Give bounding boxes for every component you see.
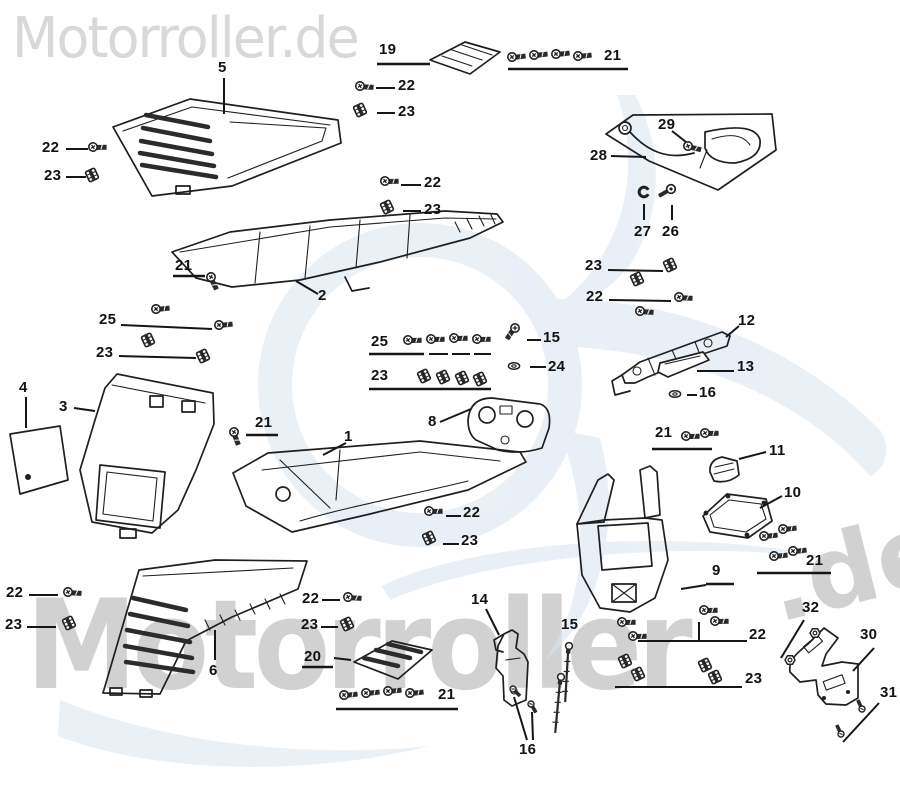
leader-line — [439, 408, 472, 423]
leader-line — [295, 280, 319, 295]
screw-icon — [382, 681, 401, 700]
clip-icon — [662, 257, 678, 273]
clip-icon — [472, 371, 488, 387]
clip-icon — [416, 368, 432, 384]
clip-icon — [379, 199, 395, 215]
leader-line — [73, 407, 96, 412]
leader-line — [671, 130, 687, 143]
longscrew-icon — [556, 641, 576, 704]
screw-icon — [404, 683, 423, 702]
screw-icon — [448, 328, 467, 347]
leader-line — [680, 584, 707, 590]
screw-icon — [528, 45, 547, 64]
clip-icon — [630, 666, 646, 682]
screw-icon — [87, 137, 106, 156]
screw-icon — [402, 330, 421, 349]
part-9-tail-cover-drawing — [576, 465, 669, 613]
nut-icon — [809, 627, 821, 639]
clip-icon — [435, 369, 451, 385]
part-10-cover-plate-drawing — [702, 493, 773, 539]
part-19-grille-drawing — [429, 41, 501, 75]
clip-icon — [617, 653, 633, 669]
clip-icon — [195, 348, 211, 364]
smallscrew-icon — [852, 698, 870, 715]
leader-line — [333, 657, 352, 661]
leader-line — [842, 702, 880, 743]
watermark-top-logo: Motorroller.de — [12, 6, 360, 71]
part-1-underbody-panel-drawing — [232, 440, 527, 533]
smallscrew-icon — [524, 698, 541, 715]
screw-icon — [354, 77, 373, 95]
longscrew-icon — [546, 671, 569, 735]
clip-icon — [697, 657, 713, 673]
washer-icon — [507, 361, 521, 371]
screw-icon — [787, 541, 806, 560]
screw-icon — [506, 47, 525, 66]
screw-icon — [150, 299, 169, 318]
screw-icon — [550, 44, 569, 63]
clip-icon — [352, 102, 368, 118]
nut-icon — [784, 654, 796, 666]
part-4-lid-drawing — [9, 425, 69, 495]
screw-icon — [627, 626, 646, 645]
part-28-29-lock-panel-drawing — [605, 113, 777, 191]
leader-line — [608, 299, 672, 302]
screw-icon — [226, 426, 245, 445]
leader-line — [513, 696, 528, 741]
leader-line — [322, 442, 347, 456]
leader-line — [531, 711, 534, 741]
screw-icon — [507, 324, 519, 339]
part-11-small-lid-drawing — [709, 456, 740, 483]
leader-line — [485, 608, 500, 636]
clip-icon — [629, 271, 645, 287]
part-13-plate-drawing — [657, 351, 710, 378]
leader-line — [725, 325, 740, 338]
part-2-side-panel-drawing — [171, 210, 504, 292]
clip-icon — [84, 167, 100, 183]
leader-lines — [25, 62, 880, 743]
clip-icon — [454, 370, 470, 386]
part-6-side-panel-drawing — [102, 559, 308, 698]
screw-icon — [213, 315, 232, 334]
screw-icon — [680, 426, 699, 445]
leader-line — [607, 269, 664, 272]
leader-line — [118, 355, 197, 359]
leader-line — [738, 451, 767, 460]
clip-icon — [140, 332, 156, 348]
screw-icon — [699, 423, 718, 442]
screw-icon — [425, 329, 444, 348]
leader-line — [852, 647, 875, 672]
screw-icon — [342, 588, 361, 606]
part-14-bracket-drawing — [493, 629, 529, 707]
screw-icon — [62, 583, 81, 601]
screw-icon — [673, 288, 692, 306]
leader-line — [780, 619, 805, 659]
part-20-grille-drawing — [353, 640, 433, 680]
swoosh-watermark — [58, 95, 887, 767]
leader-line — [120, 324, 213, 330]
bolt-icon — [655, 182, 678, 201]
smallscrew-icon — [508, 684, 522, 698]
part-12-rail-drawing — [611, 331, 731, 396]
screw-icon — [379, 171, 398, 190]
clip-icon — [61, 615, 77, 631]
screw-icon — [709, 611, 728, 630]
part-5-drawing — [112, 98, 342, 197]
screw-icon — [471, 329, 490, 348]
screw-icon — [360, 683, 379, 702]
leader-line — [759, 495, 783, 509]
clip-icon — [339, 616, 355, 632]
screw-icon — [338, 685, 357, 704]
washer-icon — [668, 389, 682, 399]
clip-icon — [707, 669, 723, 685]
smallscrew-icon — [831, 723, 849, 740]
screw-icon — [572, 46, 591, 65]
part-30-bracket-drawing — [788, 627, 859, 706]
screw-icon — [616, 612, 635, 631]
part-3-front-panel-drawing — [79, 373, 215, 539]
leader-line — [610, 155, 647, 158]
screw-icon — [777, 519, 796, 538]
part-8-bracket-drawing — [467, 397, 551, 453]
